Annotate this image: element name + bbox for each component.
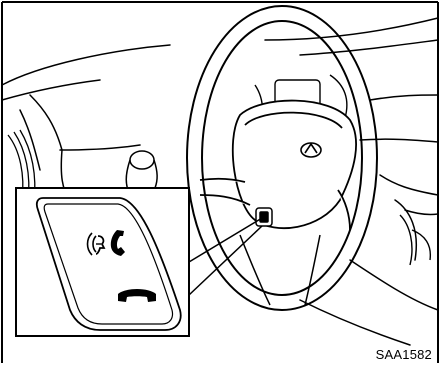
callout-box xyxy=(16,188,189,336)
figure-caption: SAA1582 xyxy=(376,347,432,362)
steering-hub xyxy=(200,101,356,230)
steering-switch xyxy=(256,208,272,226)
